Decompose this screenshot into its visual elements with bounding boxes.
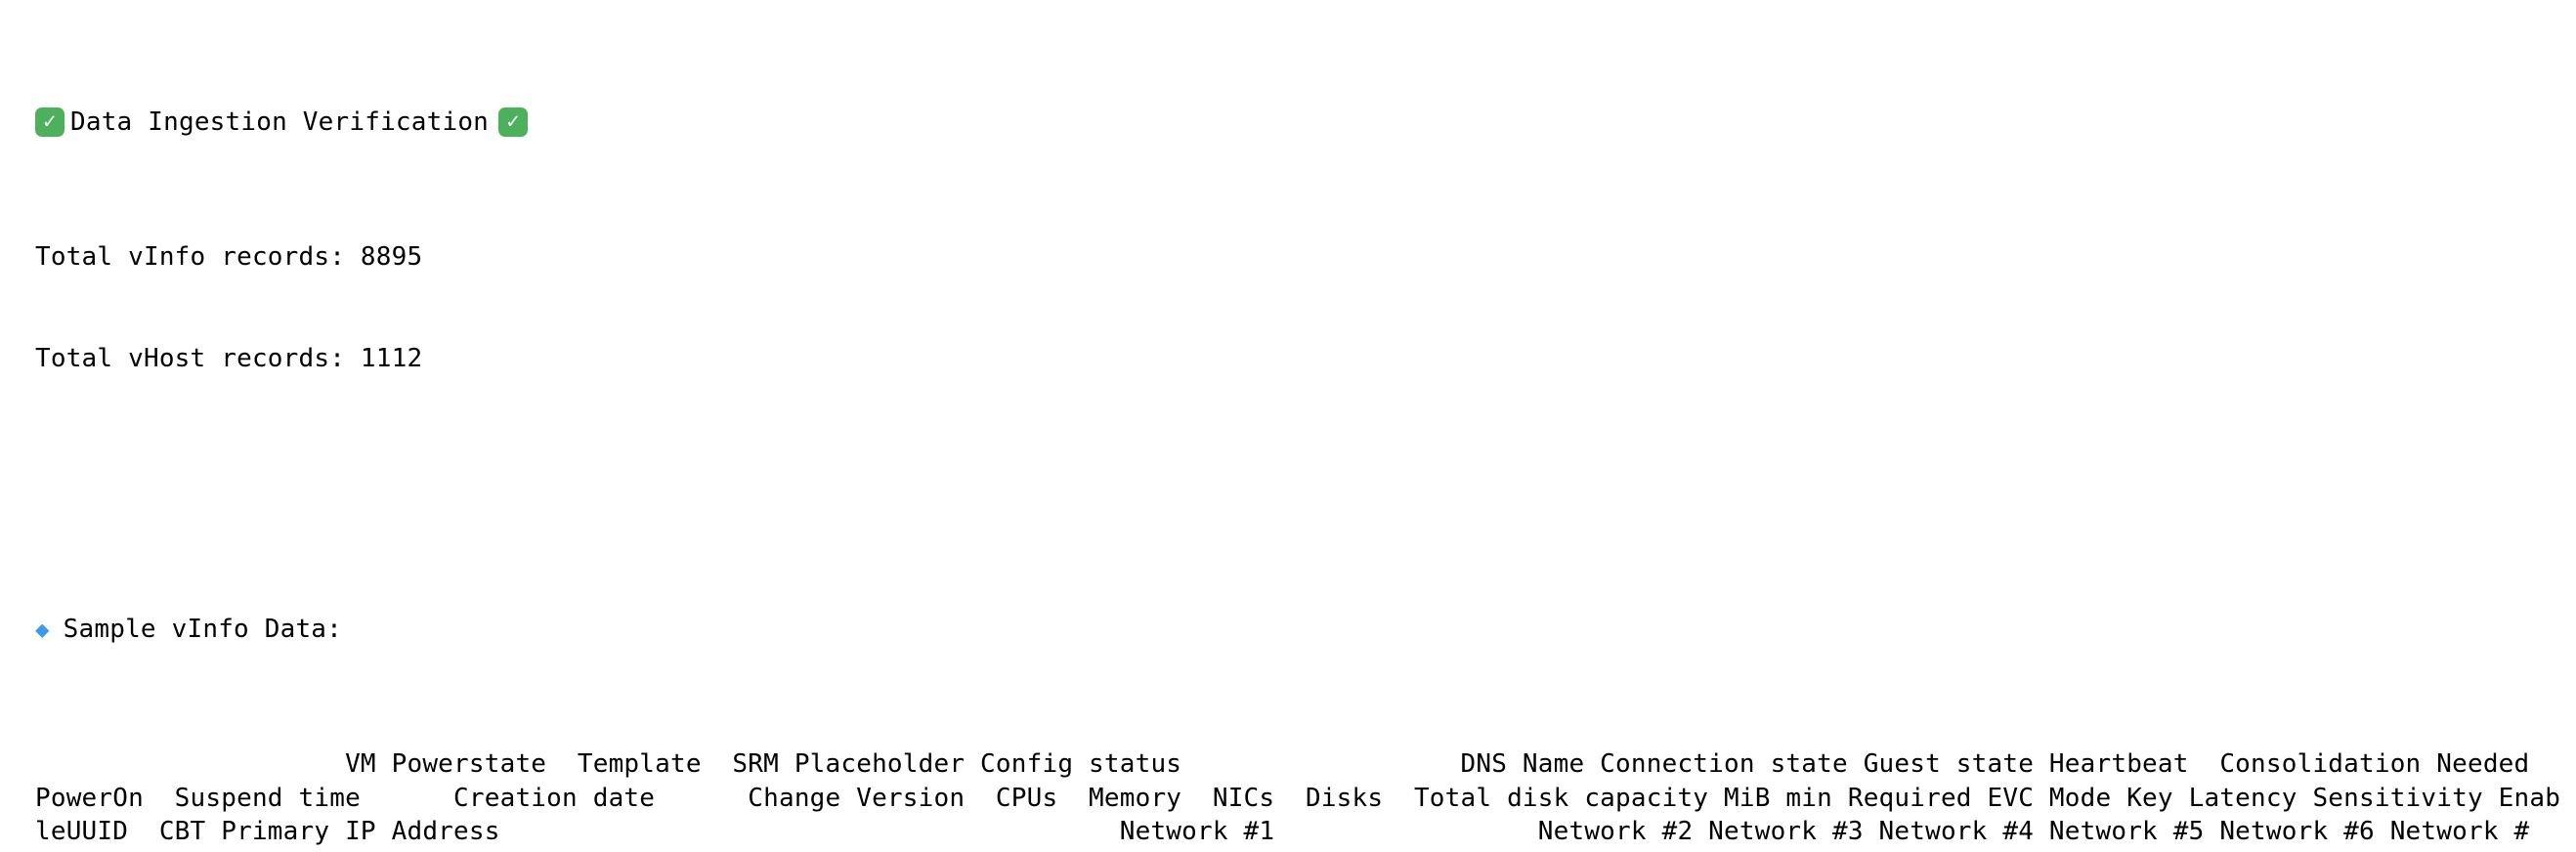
blue-diamond-icon: ◆: [35, 615, 50, 643]
sample-title-line: ◆ Sample vInfo Data:: [35, 613, 2576, 647]
verification-title: Data Ingestion Verification: [70, 106, 490, 137]
verification-title-line: ✓ Data Ingestion Verification ✓: [35, 106, 2576, 140]
check-icon: ✓: [35, 107, 64, 138]
blank-line: [35, 477, 2576, 511]
total-vhost-line: Total vHost records: 1112: [35, 343, 423, 373]
total-vinfo-line: Total vInfo records: 8895: [35, 242, 423, 273]
vinfo-table: VM Powerstate Template SRM Placeholder C…: [35, 749, 2561, 852]
check-icon: ✓: [498, 107, 529, 138]
sample-title: Sample vInfo Data:: [63, 614, 343, 644]
